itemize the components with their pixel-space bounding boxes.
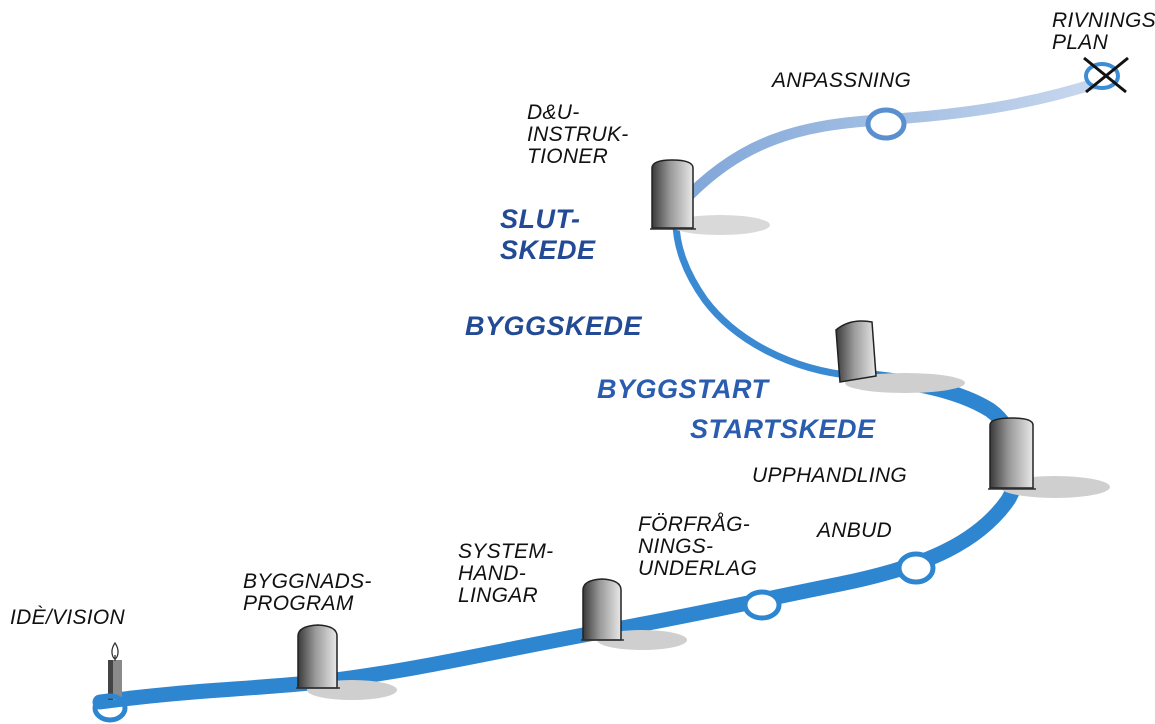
ring-marker-icon [742,589,782,621]
label-forfragningsunderlag: FÖRFRÅG- NINGS- UNDERLAG [638,514,757,580]
label-line: FÖRFRÅG- [638,513,751,536]
demolition-cross-icon [1083,56,1129,94]
label-line: UPPHANDLING [752,464,907,487]
label-line: D&U- [527,101,580,124]
label-systemhandlingar: SYSTEM- HAND- LINGAR [458,541,553,607]
ring-marker-icon [896,551,936,585]
label-line: NINGS- [638,535,714,558]
label-anbud: ANBUD [817,520,892,542]
milestone-stone-icon [650,159,696,230]
label-line: RIVNINGS- [1052,9,1155,32]
label-line: PLAN [1052,31,1109,54]
label-ide-vision: IDÈ/VISION [10,607,125,629]
label-line: LINGAR [458,584,538,607]
label-rivningsplan: RIVNINGS- PLAN [1052,10,1155,54]
milestone-stone-icon [988,417,1036,490]
ring-marker-icon [865,107,907,141]
ring-marker-icon [92,693,128,723]
label-line: HAND- [458,562,526,585]
phase-line: SLUT- [500,204,581,234]
road-middle [672,218,859,380]
label-line: INSTRUK- [527,123,629,146]
phase-line: BYGGSTART [597,374,769,404]
label-line: PROGRAM [243,592,354,615]
milestone-stone-icon [581,578,624,641]
label-line: ANBUD [817,519,893,542]
phase-line: SKEDE [500,235,596,265]
phase-startskede: STARTSKEDE [690,414,876,445]
label-line: SYSTEM- [458,540,554,563]
phase-line: STARTSKEDE [690,414,876,444]
label-byggnadsprogram: BYGGNADS- PROGRAM [243,571,372,615]
phase-byggskede: BYGGSKEDE [465,311,642,342]
phase-line: BYGGSKEDE [465,311,643,341]
phase-slutskede: SLUT- SKEDE [500,204,596,266]
label-line: UNDERLAG [638,557,758,580]
label-du-instruktioner: D&U- INSTRUK- TIONER [527,102,629,168]
label-anpassning: ANPASSNING [772,70,911,92]
phase-byggstart: BYGGSTART [597,374,769,405]
label-line: IDÈ/VISION [10,606,126,629]
candle-icon [108,641,122,700]
milestone-stone-icon [296,624,340,689]
road-upper [674,76,1106,211]
label-line: BYGGNADS- [243,570,372,593]
label-line: TIONER [527,145,609,168]
milestone-stone-icon [835,320,877,383]
label-line: ANPASSNING [772,69,912,92]
label-upphandling: UPPHANDLING [752,465,907,487]
